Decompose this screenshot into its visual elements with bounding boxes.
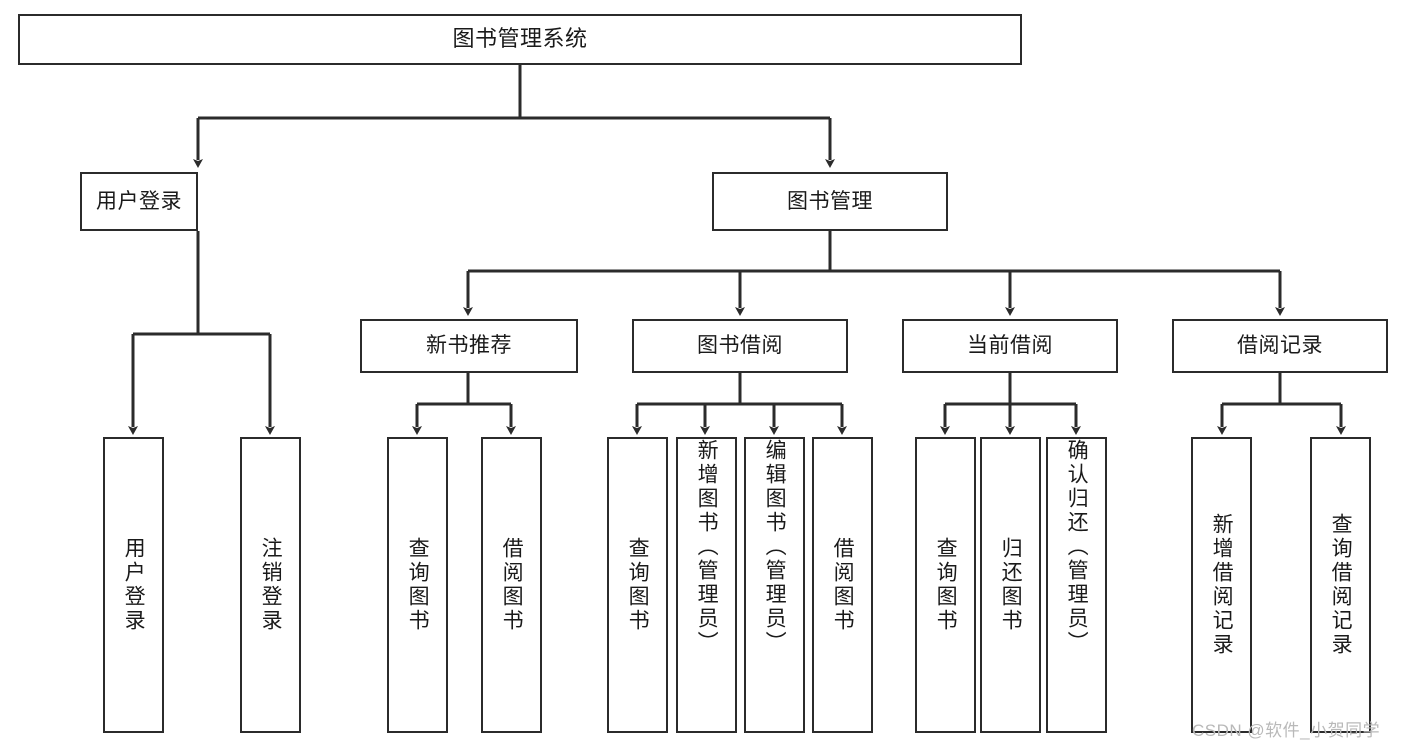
node-leaf-user-login[interactable]: 用户登录: [103, 437, 164, 733]
node-label: 图书管理系统: [452, 26, 588, 52]
node-leaf-return-book[interactable]: 归还图书: [980, 437, 1041, 733]
node-label: 图书管理: [787, 189, 873, 213]
node-label: 编辑图书（管理员）: [763, 439, 787, 655]
node-label: 确认归还（管理员）: [1065, 439, 1089, 655]
node-label: 当前借阅: [967, 334, 1053, 358]
node-leaf-query-book-3[interactable]: 查询图书: [915, 437, 976, 733]
node-leaf-query-book-2[interactable]: 查询图书: [607, 437, 668, 733]
node-label: 图书借阅: [697, 334, 783, 358]
node-leaf-add-borrow-record[interactable]: 新增借阅记录: [1191, 437, 1252, 733]
node-book-borrow[interactable]: 图书借阅: [632, 319, 848, 373]
node-leaf-logout-login[interactable]: 注销登录: [240, 437, 301, 733]
node-new-book-recommend[interactable]: 新书推荐: [360, 319, 578, 373]
node-label: 查询图书: [406, 537, 430, 633]
node-leaf-query-book-1[interactable]: 查询图书: [387, 437, 448, 733]
node-book-management[interactable]: 图书管理: [712, 172, 948, 231]
node-label: 用户登录: [96, 189, 182, 213]
node-label: 查询借阅记录: [1329, 513, 1353, 657]
node-current-borrow[interactable]: 当前借阅: [902, 319, 1118, 373]
node-leaf-edit-book-admin[interactable]: 编辑图书（管理员）: [744, 437, 805, 733]
node-label: 注销登录: [259, 537, 283, 633]
node-leaf-confirm-return-admin[interactable]: 确认归还（管理员）: [1046, 437, 1107, 733]
node-borrow-record[interactable]: 借阅记录: [1172, 319, 1388, 373]
node-leaf-borrow-book-1[interactable]: 借阅图书: [481, 437, 542, 733]
node-root-system[interactable]: 图书管理系统: [18, 14, 1022, 65]
node-label: 查询图书: [626, 537, 650, 633]
node-leaf-borrow-book-2[interactable]: 借阅图书: [812, 437, 873, 733]
node-label: 借阅图书: [500, 537, 524, 633]
node-user-login[interactable]: 用户登录: [80, 172, 198, 231]
node-label: 借阅记录: [1237, 334, 1323, 358]
node-leaf-query-borrow-record[interactable]: 查询借阅记录: [1310, 437, 1371, 733]
node-label: 查询图书: [934, 537, 958, 633]
node-label: 新书推荐: [426, 334, 512, 358]
node-label: 归还图书: [999, 537, 1023, 633]
node-label: 新增借阅记录: [1210, 513, 1234, 657]
node-label: 借阅图书: [831, 537, 855, 633]
node-label: 用户登录: [122, 537, 146, 633]
node-leaf-add-book-admin[interactable]: 新增图书（管理员）: [676, 437, 737, 733]
csdn-watermark: CSDN @软件_小贺同学: [1192, 721, 1381, 740]
node-label: 新增图书（管理员）: [695, 439, 719, 655]
